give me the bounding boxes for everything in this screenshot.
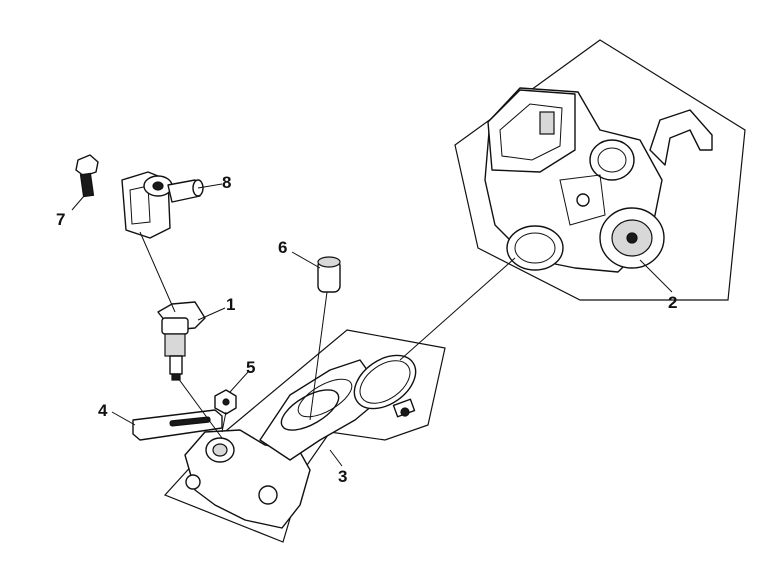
fuel-injector xyxy=(157,301,206,381)
callout-labels: 1 2 3 4 5 6 7 8 xyxy=(56,173,677,486)
assembly-lines xyxy=(139,231,516,439)
callout-leaders xyxy=(71,183,673,467)
callout-6: 6 xyxy=(278,238,287,257)
vacuum-cap xyxy=(317,256,341,293)
callout-1: 1 xyxy=(226,295,235,314)
retaining-bracket xyxy=(132,409,223,441)
callout-5: 5 xyxy=(246,358,255,377)
callout-3: 3 xyxy=(338,467,347,486)
callout-2: 2 xyxy=(668,293,677,312)
bolt xyxy=(75,154,99,198)
throttle-body-boundary xyxy=(454,39,746,301)
injector-cap xyxy=(121,171,204,239)
nut xyxy=(214,389,237,415)
throttle-body-group xyxy=(454,39,746,301)
callout-8: 8 xyxy=(222,173,231,192)
intake-manifold-group xyxy=(163,329,446,543)
callout-7: 7 xyxy=(56,210,65,229)
callout-4: 4 xyxy=(98,401,108,420)
